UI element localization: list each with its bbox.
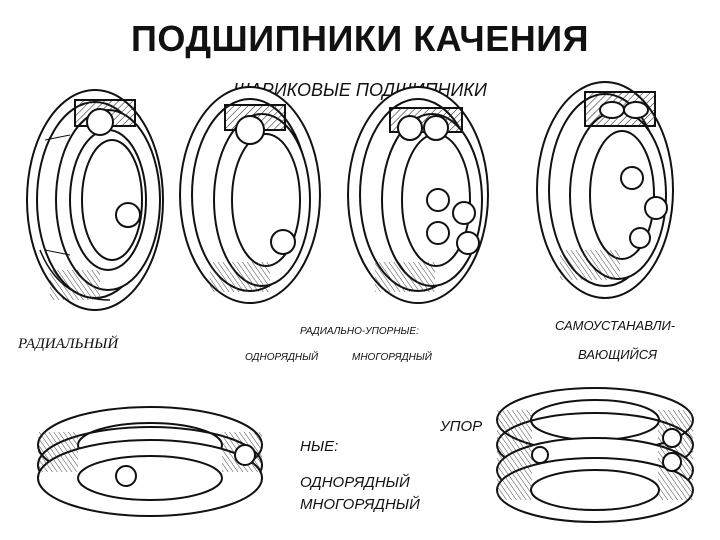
radial-bearing bbox=[27, 90, 163, 310]
label-multi-row: МНОГОРЯДНЫЙ bbox=[352, 352, 432, 363]
label-radial: РАДИАЛЬНЫЙ bbox=[18, 336, 118, 353]
label-angular-contact: РАДИАЛЬНО-УПОРНЫЕ: bbox=[300, 326, 419, 337]
thrust-single-bearing bbox=[38, 407, 262, 516]
label-single-row: ОДНОРЯДНЫЙ bbox=[245, 352, 318, 363]
label-self-aligning-line1: САМОУСТАНАВЛИ- bbox=[555, 318, 675, 333]
self-aligning-bearing bbox=[537, 82, 673, 298]
angular-multi-bearing bbox=[348, 87, 488, 303]
thrust-multi-bearing bbox=[497, 388, 693, 522]
label-thrust-line2: НЫЕ: bbox=[300, 438, 338, 455]
label-thrust-line1: УПОР bbox=[440, 418, 482, 435]
label-thrust-multi: МНОГОРЯДНЫЙ bbox=[300, 496, 420, 513]
angular-single-bearing bbox=[180, 87, 320, 303]
label-thrust-single: ОДНОРЯДНЫЙ bbox=[300, 474, 410, 491]
label-self-aligning-line2: ВАЮЩИЙСЯ bbox=[578, 347, 657, 362]
